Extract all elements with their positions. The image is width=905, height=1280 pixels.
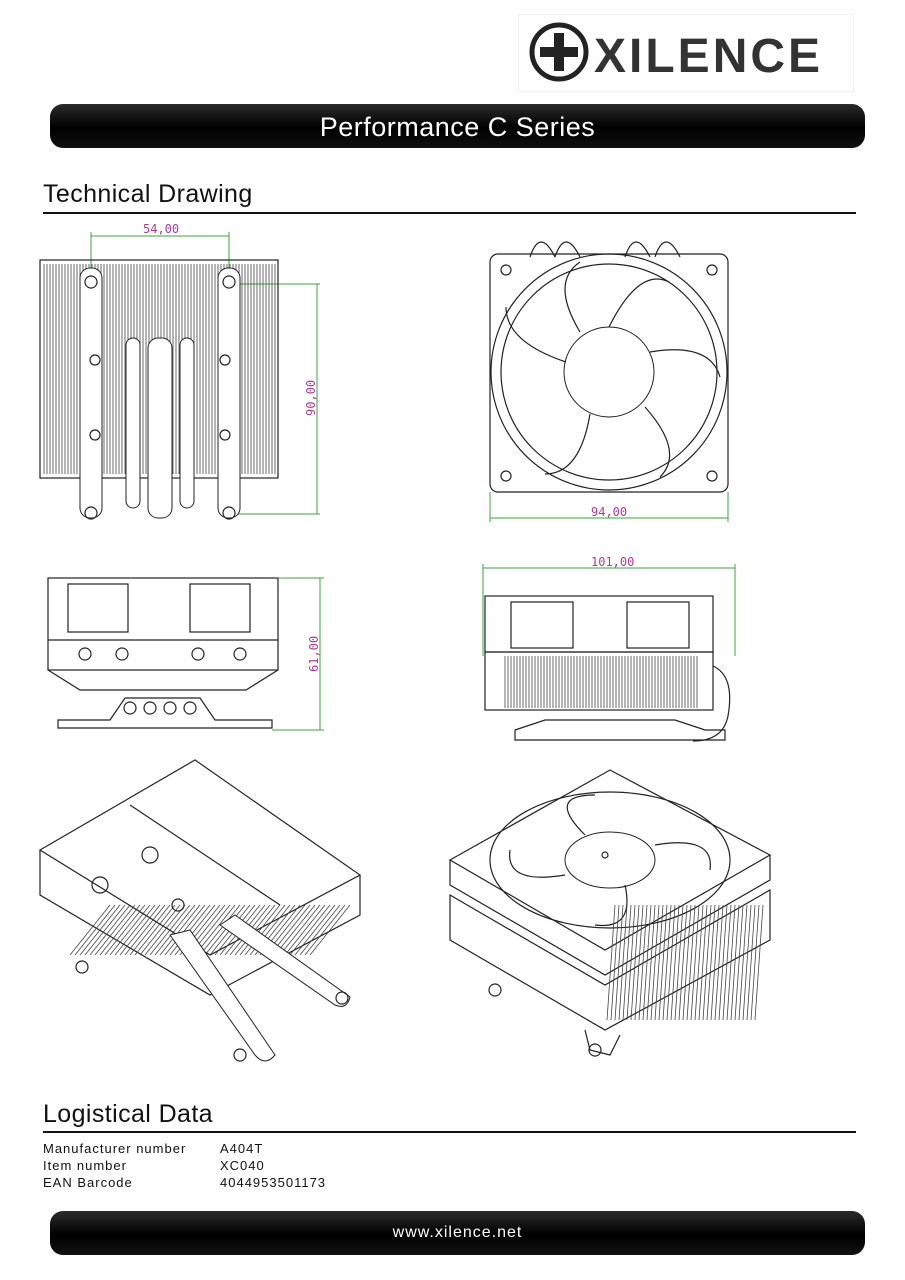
dim-top-height: 90,00	[304, 380, 318, 416]
logistics-row: Item number XC040	[43, 1158, 326, 1175]
footer-banner: www.xilence.net	[50, 1211, 865, 1255]
website-link[interactable]: www.xilence.net	[392, 1224, 523, 1241]
front-view-drawing: 61,00	[40, 570, 340, 740]
top-view-drawing: 54,00 90,00	[30, 218, 340, 543]
xilence-logo: XILENCE	[517, 13, 855, 93]
logistics-value: XC040	[220, 1158, 265, 1173]
logistical-data-table: Manufacturer number A404T Item number XC…	[43, 1141, 326, 1192]
fan-view-drawing: 94,00	[480, 222, 740, 537]
logistics-row: Manufacturer number A404T	[43, 1141, 326, 1158]
logistical-data-heading: Logistical Data	[43, 1100, 213, 1128]
isometric-top-drawing	[445, 765, 785, 1070]
isometric-bottom-drawing	[30, 755, 370, 1080]
logistics-value: A404T	[220, 1141, 264, 1156]
dim-top-width: 54,00	[143, 222, 179, 236]
title-banner: Performance C Series	[50, 104, 865, 148]
logistics-value: 4044953501173	[220, 1175, 327, 1190]
dim-fan-width: 94,00	[591, 505, 627, 519]
page-title: Performance C Series	[319, 112, 596, 142]
dim-side-width: 101,00	[591, 556, 634, 569]
logistics-label: Manufacturer number	[43, 1141, 187, 1156]
logistics-label: Item number	[43, 1158, 127, 1173]
brand-wordmark: XILENCE	[594, 30, 823, 83]
section-divider	[43, 1131, 856, 1133]
section-divider	[43, 212, 856, 214]
technical-drawing-heading: Technical Drawing	[43, 180, 253, 208]
logistics-label: EAN Barcode	[43, 1175, 133, 1190]
dim-front-height: 61,00	[307, 636, 321, 672]
logistics-row: EAN Barcode 4044953501173	[43, 1175, 326, 1192]
side-view-drawing: 101,00	[475, 555, 745, 751]
